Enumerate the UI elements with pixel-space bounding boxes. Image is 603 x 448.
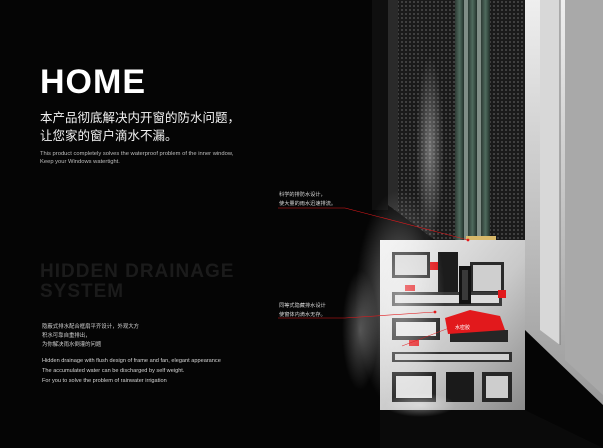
sash-frame (525, 0, 603, 405)
section-cn-line-1: 隐蔽式排水配合框扇平齐设计，外观大方 (42, 324, 140, 330)
section-cn-line-3: 为你解决雨水倒灌的问题 (42, 342, 102, 348)
water-splash (342, 55, 455, 417)
section-en-line-1: Hidden drainage with flush design of fra… (42, 358, 221, 364)
hero-cn-line-1: 本产品彻底解决内开窗的防水问题， (40, 110, 241, 125)
section-heading-line-2: SYSTEM (40, 281, 125, 302)
section-en-line-2: The accumulated water can be discharged … (42, 368, 185, 374)
glass-panes (455, 0, 496, 245)
hero-en-line-1: This product completely solves the water… (40, 151, 234, 157)
hero-en-line-2: Keep your Windows watertight. (40, 159, 120, 165)
callout-top-line-1: 科学的排防水设计， (279, 192, 326, 198)
section-cn-line-2: 积水可靠自重排出， (42, 333, 91, 339)
seal-label: 水密胶 (455, 325, 471, 331)
section-heading-line-1: HIDDEN DRAINAGE (40, 261, 235, 282)
callout-bottom-line-1: 同等式隐藏排水设计 (279, 303, 326, 309)
callout-bottom-line-2: 使窗体内滴水无存。 (279, 312, 326, 318)
hero-cn-line-2: 让您家的窗户滴水不漏。 (40, 128, 178, 143)
section-en-line-3: For you to solve the problem of rainwate… (42, 378, 167, 384)
callout-lines (278, 207, 471, 347)
callout-top-line-2: 使大量的雨水迅速排流。 (279, 201, 337, 207)
hero-title: HOME (40, 63, 146, 101)
